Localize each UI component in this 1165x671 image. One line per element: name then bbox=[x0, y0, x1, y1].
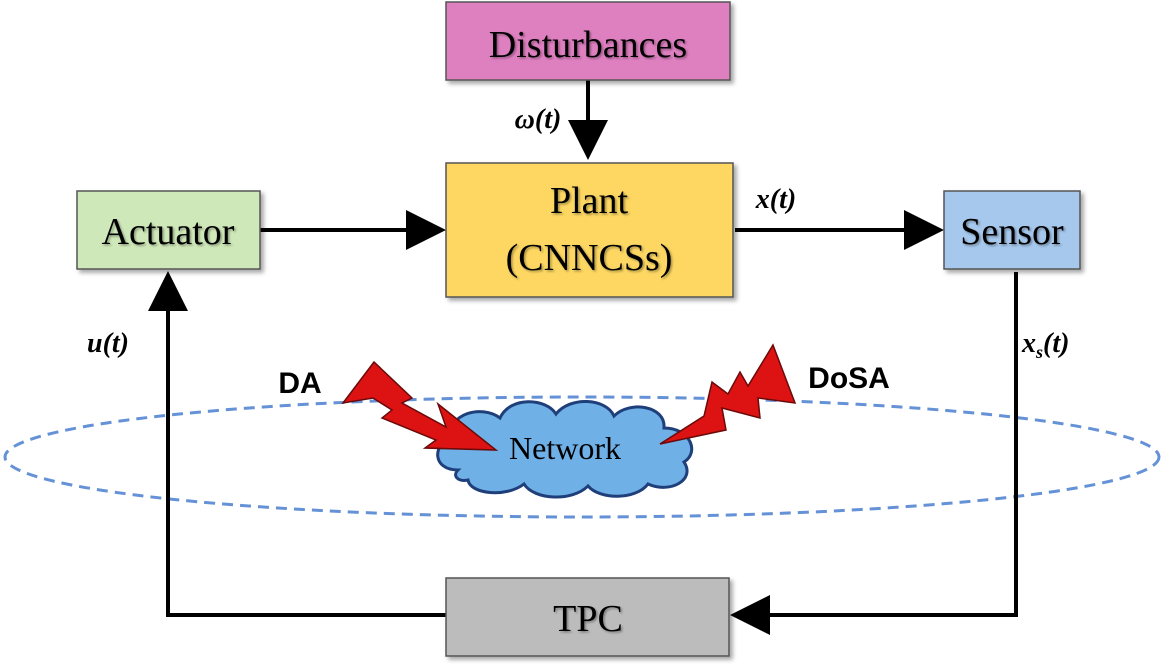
sensor-label: Sensor bbox=[960, 211, 1064, 253]
sensor-block bbox=[943, 190, 1081, 270]
actuator-box bbox=[76, 190, 261, 270]
dosa-attack-label: DoSA bbox=[808, 362, 890, 395]
disturbances-box bbox=[445, 1, 731, 81]
arrow-sensor-to-tpc bbox=[730, 272, 1018, 635]
disturbances-label: Disturbances bbox=[489, 24, 687, 66]
dosa-attack-bolt-icon bbox=[659, 343, 797, 445]
arrow-tpc-to-actuator bbox=[148, 271, 446, 617]
signal-xs-label: xs(t) bbox=[1021, 328, 1069, 362]
plant-box bbox=[445, 162, 734, 298]
tpc-block bbox=[445, 577, 730, 657]
signal-xs-main: x bbox=[1021, 328, 1036, 359]
signal-omega-label: ω(t) bbox=[515, 104, 562, 135]
signal-xs-subscript: s bbox=[1035, 342, 1043, 362]
da-attack-bolt-icon bbox=[341, 360, 499, 451]
actuator-block bbox=[76, 190, 261, 270]
da-attack-label: DA bbox=[278, 367, 321, 400]
plant-label-line2: (CNNCSs) bbox=[506, 237, 673, 279]
disturbances-block bbox=[445, 1, 731, 81]
tpc-box bbox=[445, 577, 730, 657]
plant-label-line1: Plant bbox=[550, 180, 629, 222]
network-label: Network bbox=[509, 430, 621, 466]
sensor-box bbox=[943, 190, 1081, 270]
signal-x-label: x(t) bbox=[755, 184, 796, 215]
plant-block bbox=[445, 162, 734, 298]
signal-xs-tail: (t) bbox=[1043, 328, 1069, 359]
signal-u-label: u(t) bbox=[87, 328, 129, 359]
tpc-label: TPC bbox=[553, 598, 623, 640]
actuator-label: Actuator bbox=[102, 211, 235, 253]
network-ring bbox=[3, 395, 1161, 519]
